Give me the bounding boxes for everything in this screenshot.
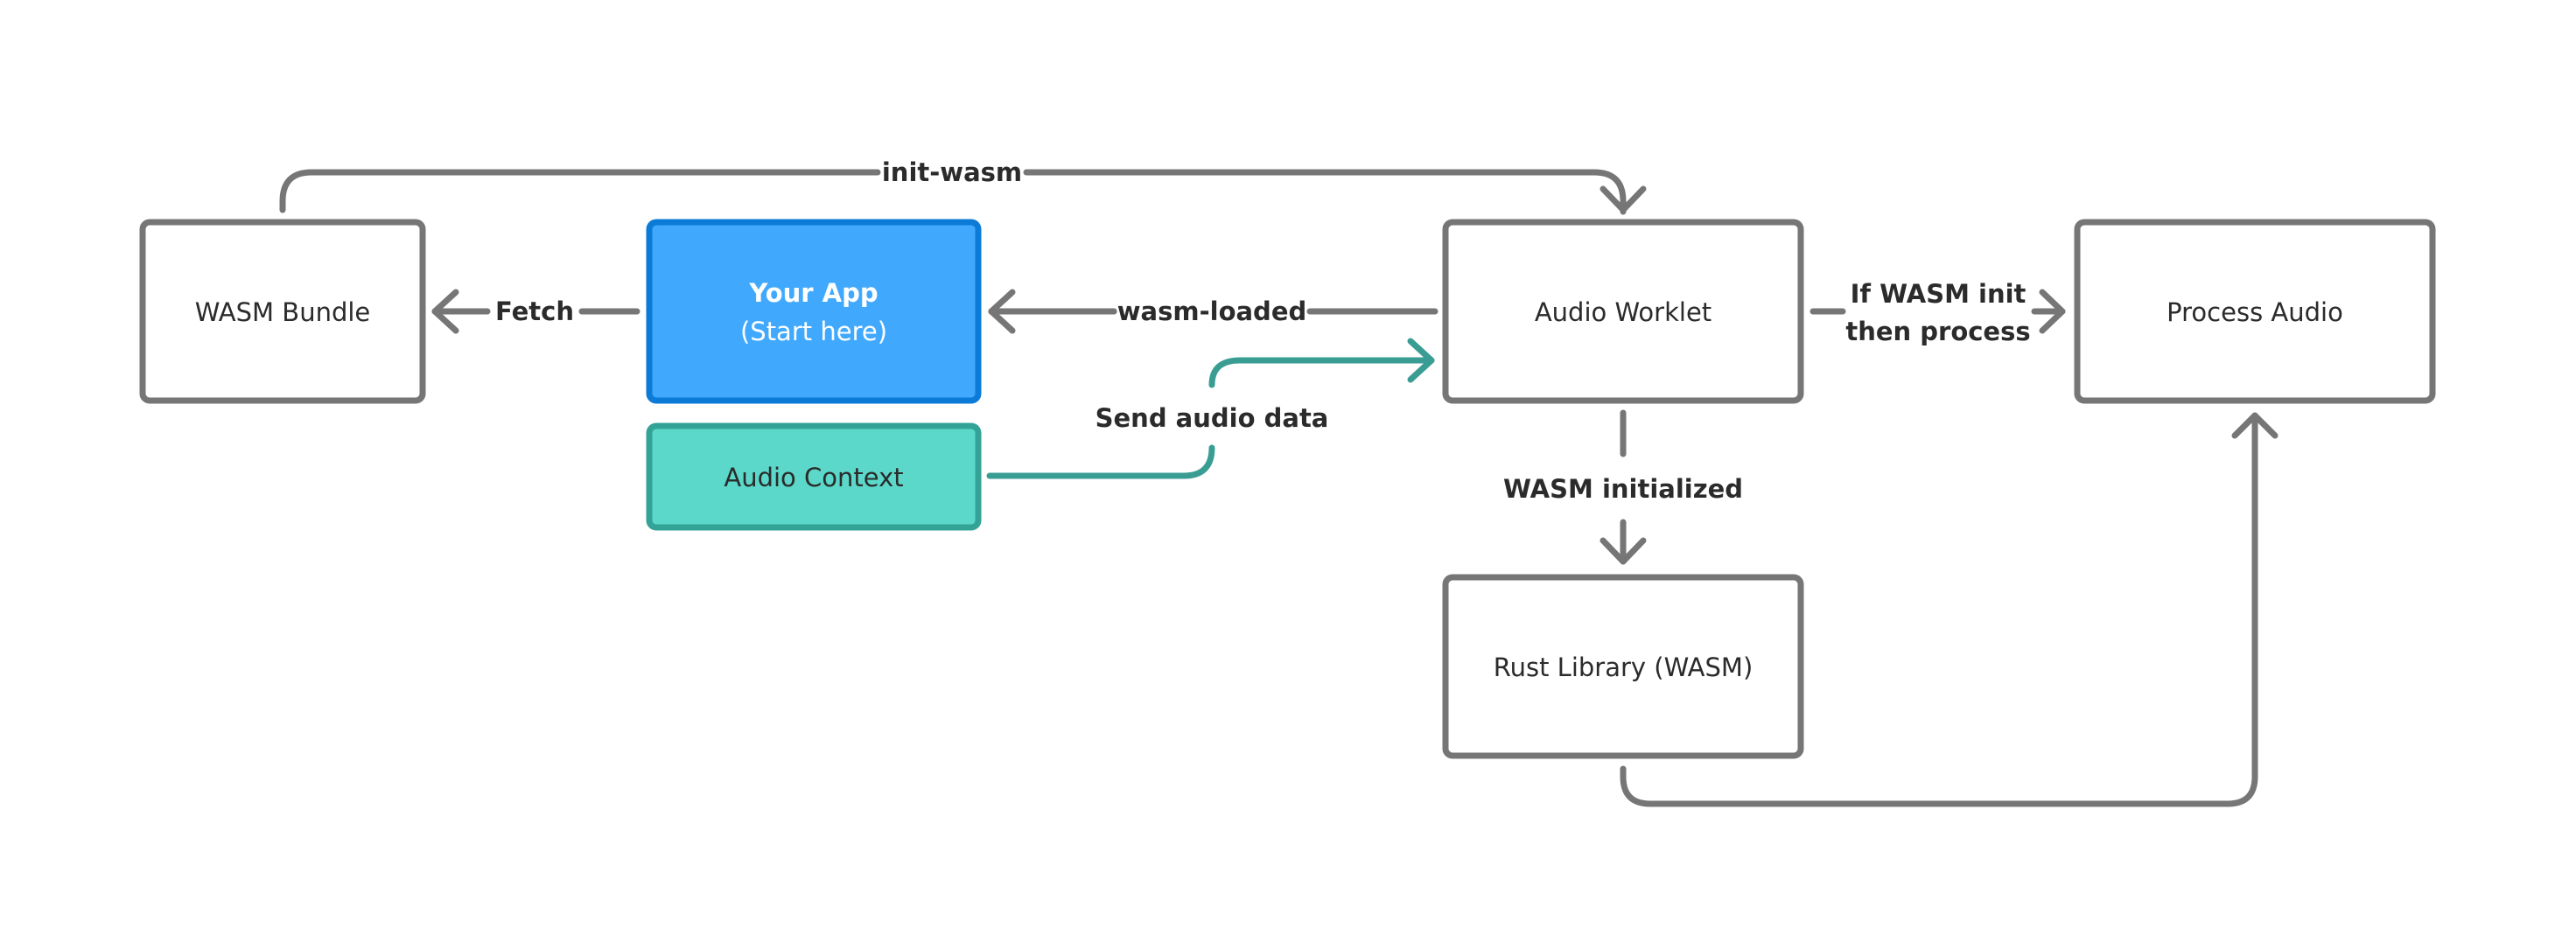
if-wasm-init-label-line2: then process xyxy=(1845,317,2030,346)
wasm-loaded-arrowhead xyxy=(988,289,1016,334)
wasm-bundle-label: WASM Bundle xyxy=(195,297,371,327)
rust-library-box xyxy=(1442,574,1804,759)
edge-init-wasm xyxy=(279,169,1647,215)
node-rust-library: Rust Library (WASM) xyxy=(1442,574,1804,759)
init-wasm-line-left xyxy=(279,169,881,213)
node-wasm-bundle: WASM Bundle xyxy=(139,219,426,404)
edge-fetch xyxy=(431,289,640,334)
wasm-bundle-box xyxy=(139,219,426,404)
your-app-title: Your App xyxy=(748,278,878,308)
audio-worklet-box xyxy=(1442,219,1804,404)
init-wasm-arrowhead xyxy=(1600,185,1647,213)
edge-if-wasm-init xyxy=(1810,289,2066,334)
wasm-loaded-label: wasm-loaded xyxy=(1117,297,1307,326)
edge-send-audio-data xyxy=(986,338,1435,479)
node-process-audio: Process Audio xyxy=(2074,219,2436,404)
init-wasm-line-right xyxy=(1023,169,1627,215)
audio-worklet-label: Audio Worklet xyxy=(1535,297,1712,327)
send-audio-data-arrowhead xyxy=(1407,338,1435,383)
wasm-initialized-label: WASM initialized xyxy=(1503,474,1743,504)
if-wasm-init-arrowhead xyxy=(2039,289,2066,334)
send-audio-data-line-upper xyxy=(1208,357,1435,388)
fetch-arrowhead xyxy=(431,289,459,334)
rust-to-process-line xyxy=(1620,412,2258,807)
audio-context-label: Audio Context xyxy=(724,463,903,492)
node-your-app: Your App (Start here) xyxy=(646,219,982,404)
edge-wasm-initialized xyxy=(1600,409,1647,565)
rust-to-process-arrowhead xyxy=(2231,412,2278,439)
edge-wasm-loaded xyxy=(988,289,1438,334)
send-audio-data-label: Send audio data xyxy=(1096,403,1329,433)
your-app-box xyxy=(646,219,982,404)
node-audio-worklet: Audio Worklet xyxy=(1442,219,1804,404)
wasm-initialized-arrowhead xyxy=(1600,537,1647,565)
fetch-label: Fetch xyxy=(495,297,574,326)
your-app-subtitle: (Start here) xyxy=(740,317,887,346)
node-audio-context: Audio Context xyxy=(646,422,982,531)
init-wasm-label: init-wasm xyxy=(882,157,1022,187)
if-wasm-init-label-line1: If WASM init xyxy=(1851,279,2026,309)
audio-context-box xyxy=(646,422,982,531)
rust-library-label: Rust Library (WASM) xyxy=(1494,652,1754,682)
edge-rust-to-process xyxy=(1620,412,2278,807)
process-audio-label: Process Audio xyxy=(2166,297,2343,327)
send-audio-data-line-lower xyxy=(986,444,1215,479)
process-audio-box xyxy=(2074,219,2436,404)
